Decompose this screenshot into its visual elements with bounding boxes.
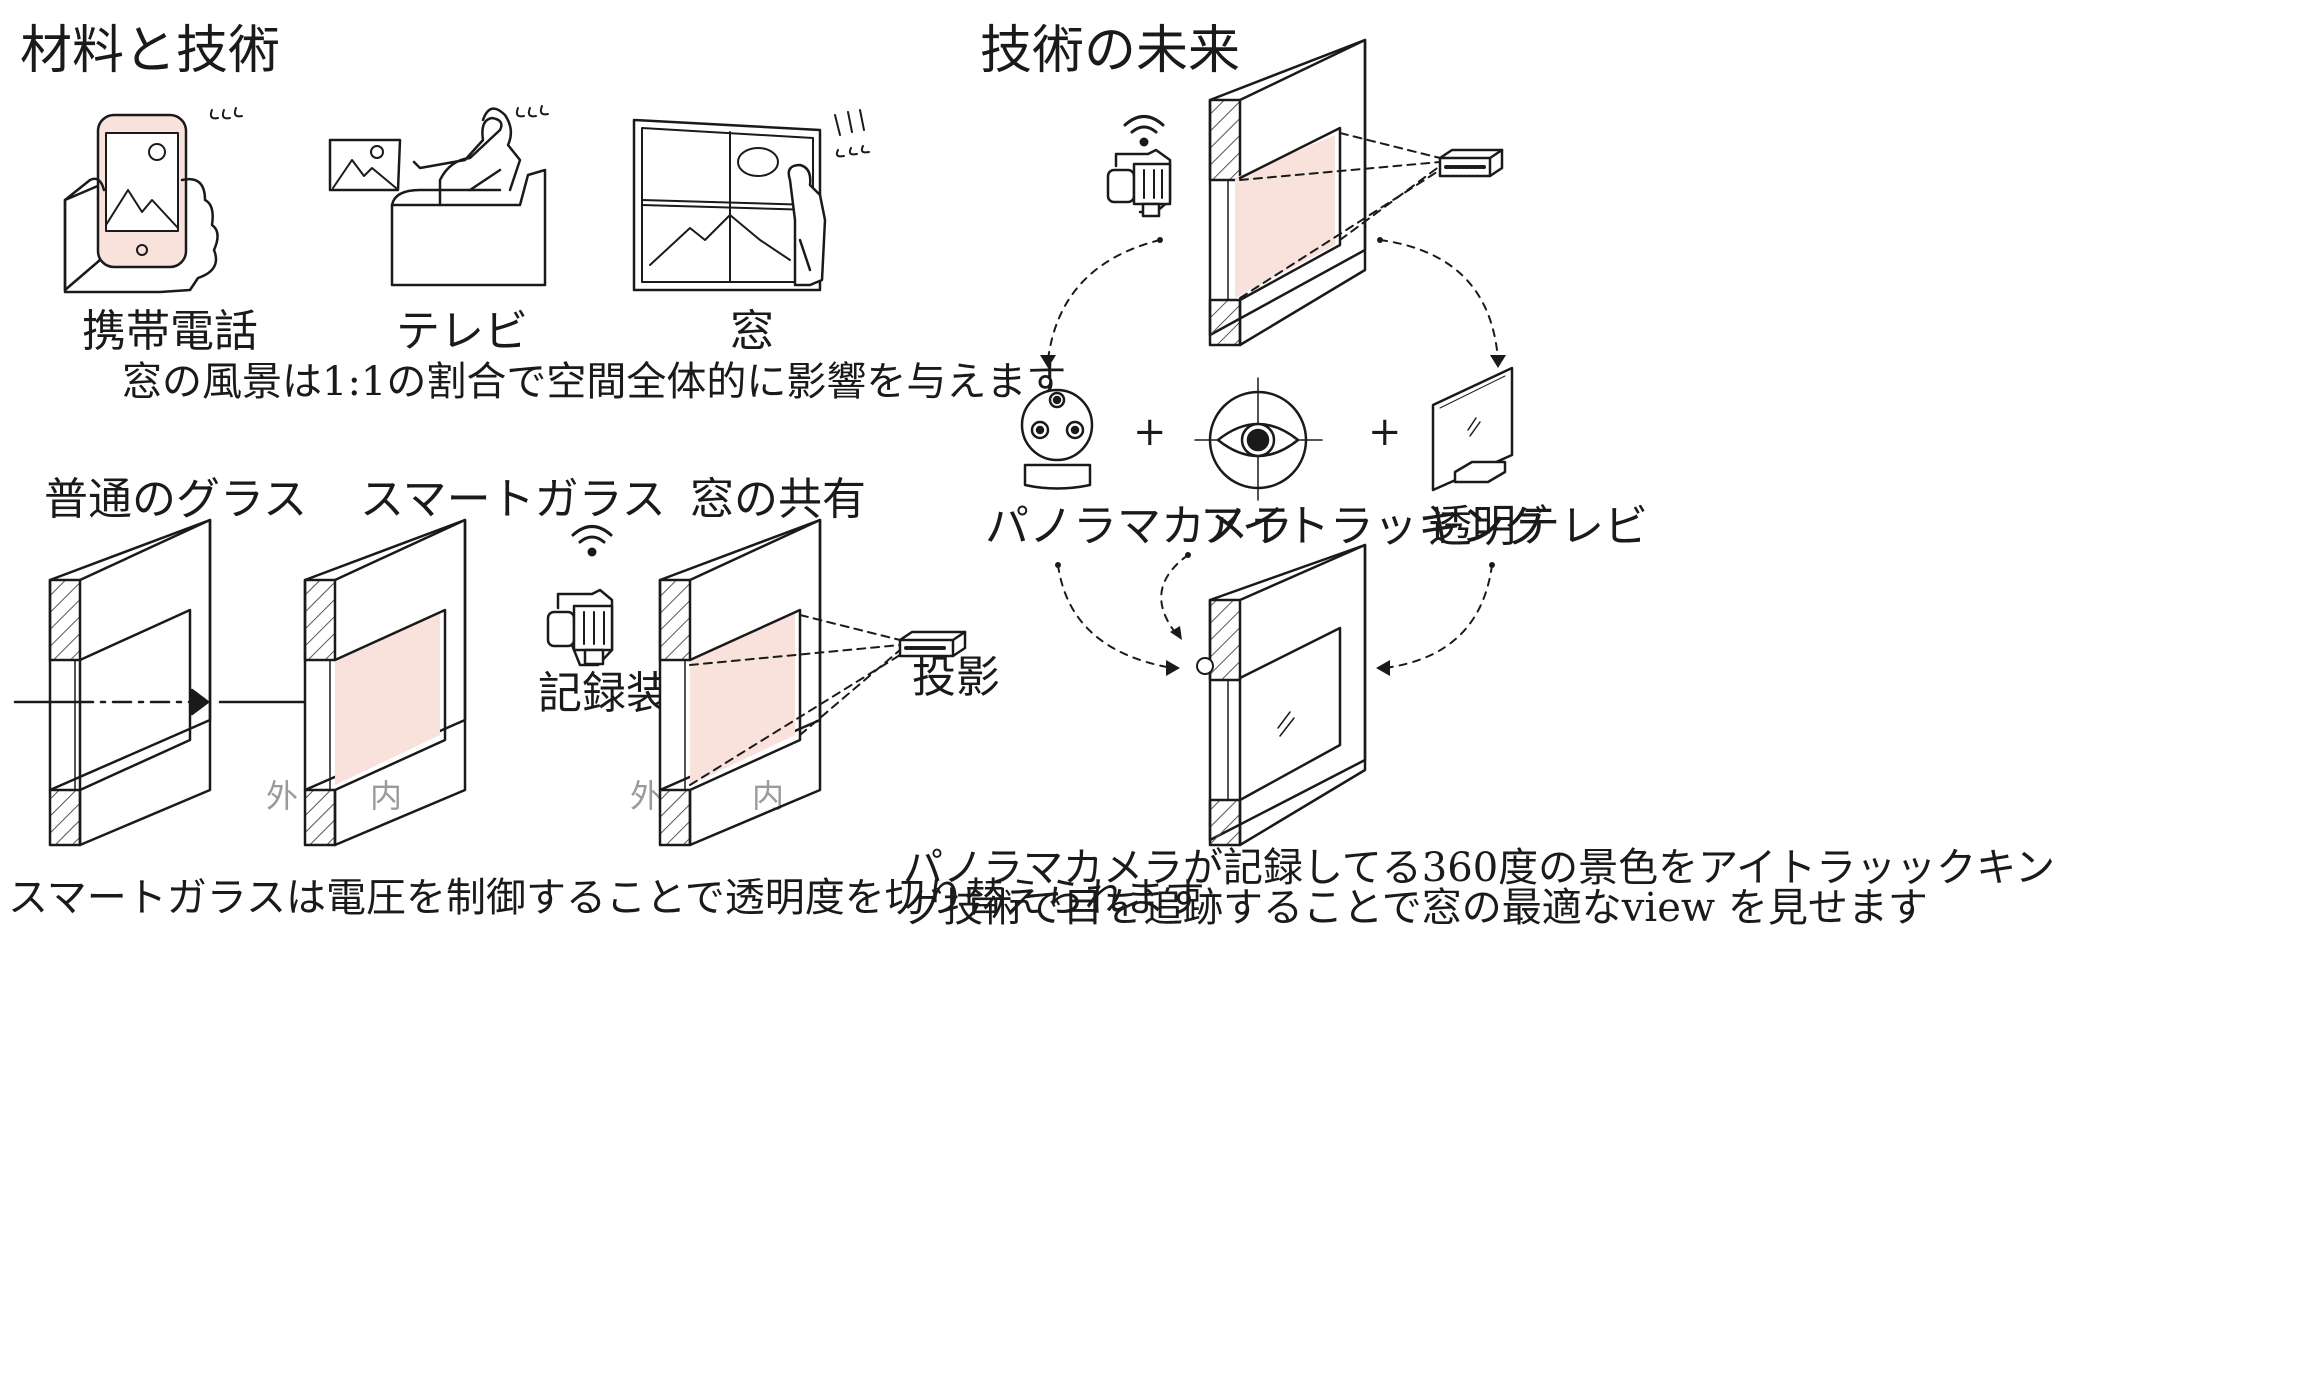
outside-label-2: 外 <box>630 777 663 815</box>
smartphone-label: 携帯電話 <box>82 306 258 357</box>
right-section-title: 技術の未来 <box>980 21 1241 81</box>
projector-icon <box>898 630 967 658</box>
flow-arrows-bottom <box>1055 552 1495 676</box>
transparent-tv-label: 透明テレビ <box>1428 501 1648 552</box>
video-camera-icon <box>546 588 614 667</box>
window-share-label: 窓の共有 <box>690 474 866 525</box>
future-window-bottom <box>1196 543 1367 847</box>
plus-sign-1: + <box>1133 409 1167 455</box>
plus-sign-2: + <box>1368 409 1402 455</box>
inside-label-1: 内 <box>370 777 403 815</box>
left-section-title: 材料と技術 <box>20 21 281 81</box>
media-caption: 窓の風景は1:1の割合で空間全体的に影響を与えます <box>122 359 1067 405</box>
window-label: 窓 <box>730 306 774 357</box>
future-caption-line2: グ技術で目を追跡することで窓の最適なview を見せます <box>903 885 1928 931</box>
window-share-section <box>658 518 901 847</box>
smart-glass-section <box>303 518 467 847</box>
projector-icon-large <box>1438 148 1504 178</box>
eye-tracking-icon <box>1194 377 1323 501</box>
eye-tracking-label: アイトラッキング <box>1200 501 1549 552</box>
window-reaction-icon <box>834 109 870 158</box>
video-camera-icon-large <box>1106 148 1172 218</box>
future-window-top <box>1208 38 1441 347</box>
outside-label-1: 外 <box>266 777 299 815</box>
normal-glass-label: 普通のグラス <box>44 474 308 525</box>
tv-reaction-icon <box>515 105 549 118</box>
wifi-icon-large <box>1123 115 1165 147</box>
flow-arrows-top <box>1040 237 1506 368</box>
smartphone-icon <box>63 113 219 294</box>
phone-reaction-icon <box>209 107 243 120</box>
panorama-camera-label: パノラマカメラ <box>985 501 1293 552</box>
projection-label: 投影 <box>912 652 1000 703</box>
transparent-tv-icon <box>1431 366 1514 492</box>
panorama-camera-icon <box>1020 388 1094 490</box>
normal-glass-section <box>13 518 322 847</box>
future-caption-line1: パノラマカメラが記録してる360度の景色をアイトラッックキン <box>903 845 2055 891</box>
window-viewer-icon <box>632 118 827 292</box>
wifi-icon <box>571 525 613 557</box>
tv-viewer-icon <box>328 107 547 287</box>
smart-glass-label: スマートガラス <box>360 474 666 525</box>
smart-glass-caption: スマートガラスは電圧を制御することで透明度を切り替えられます <box>8 875 1205 921</box>
tv-label: テレビ <box>396 306 528 357</box>
